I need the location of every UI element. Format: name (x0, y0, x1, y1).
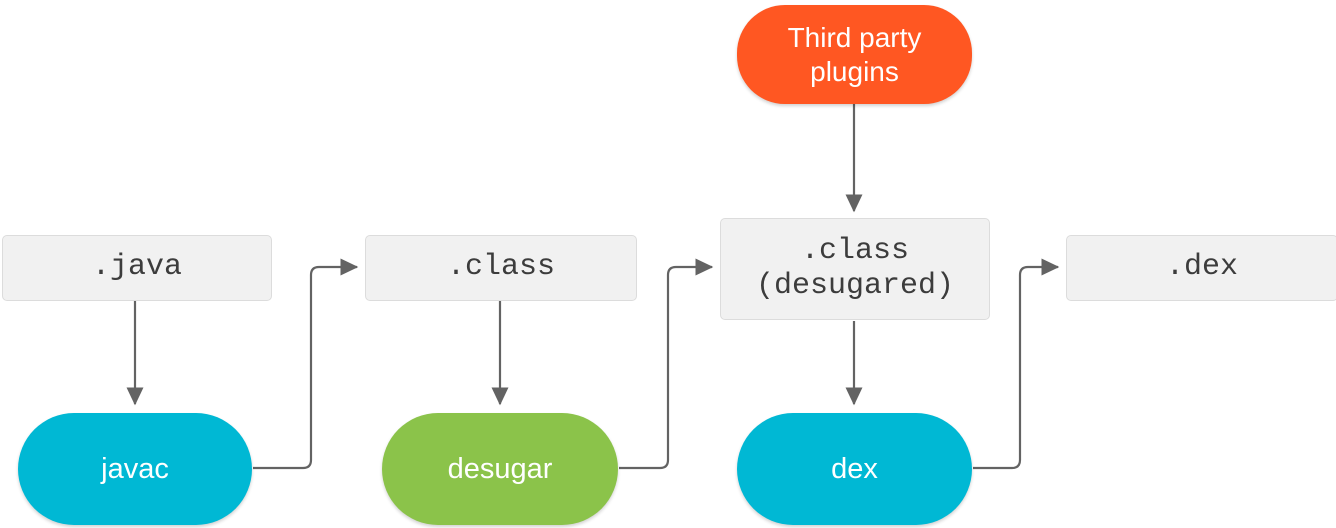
node-java-file-label: .java (91, 250, 182, 285)
node-desugar-label: desugar (447, 452, 553, 485)
node-class-file-label: .class (446, 250, 556, 285)
node-third-party-plugins[interactable]: Third party plugins (737, 5, 972, 104)
node-javac[interactable]: javac (18, 413, 252, 525)
node-dex-file[interactable]: .dex (1066, 235, 1336, 301)
node-java-file[interactable]: .java (2, 235, 272, 301)
node-desugar[interactable]: desugar (382, 413, 618, 525)
node-dex-file-label: .dex (1165, 250, 1238, 285)
node-class-desugared-file-label: .class (desugared) (755, 233, 955, 303)
node-javac-label: javac (101, 452, 169, 485)
node-dex[interactable]: dex (737, 413, 972, 525)
node-class-desugared-file[interactable]: .class (desugared) (720, 218, 990, 320)
node-third-party-plugins-label: Third party plugins (787, 22, 922, 87)
node-class-file[interactable]: .class (365, 235, 637, 301)
node-dex-label: dex (831, 452, 878, 485)
